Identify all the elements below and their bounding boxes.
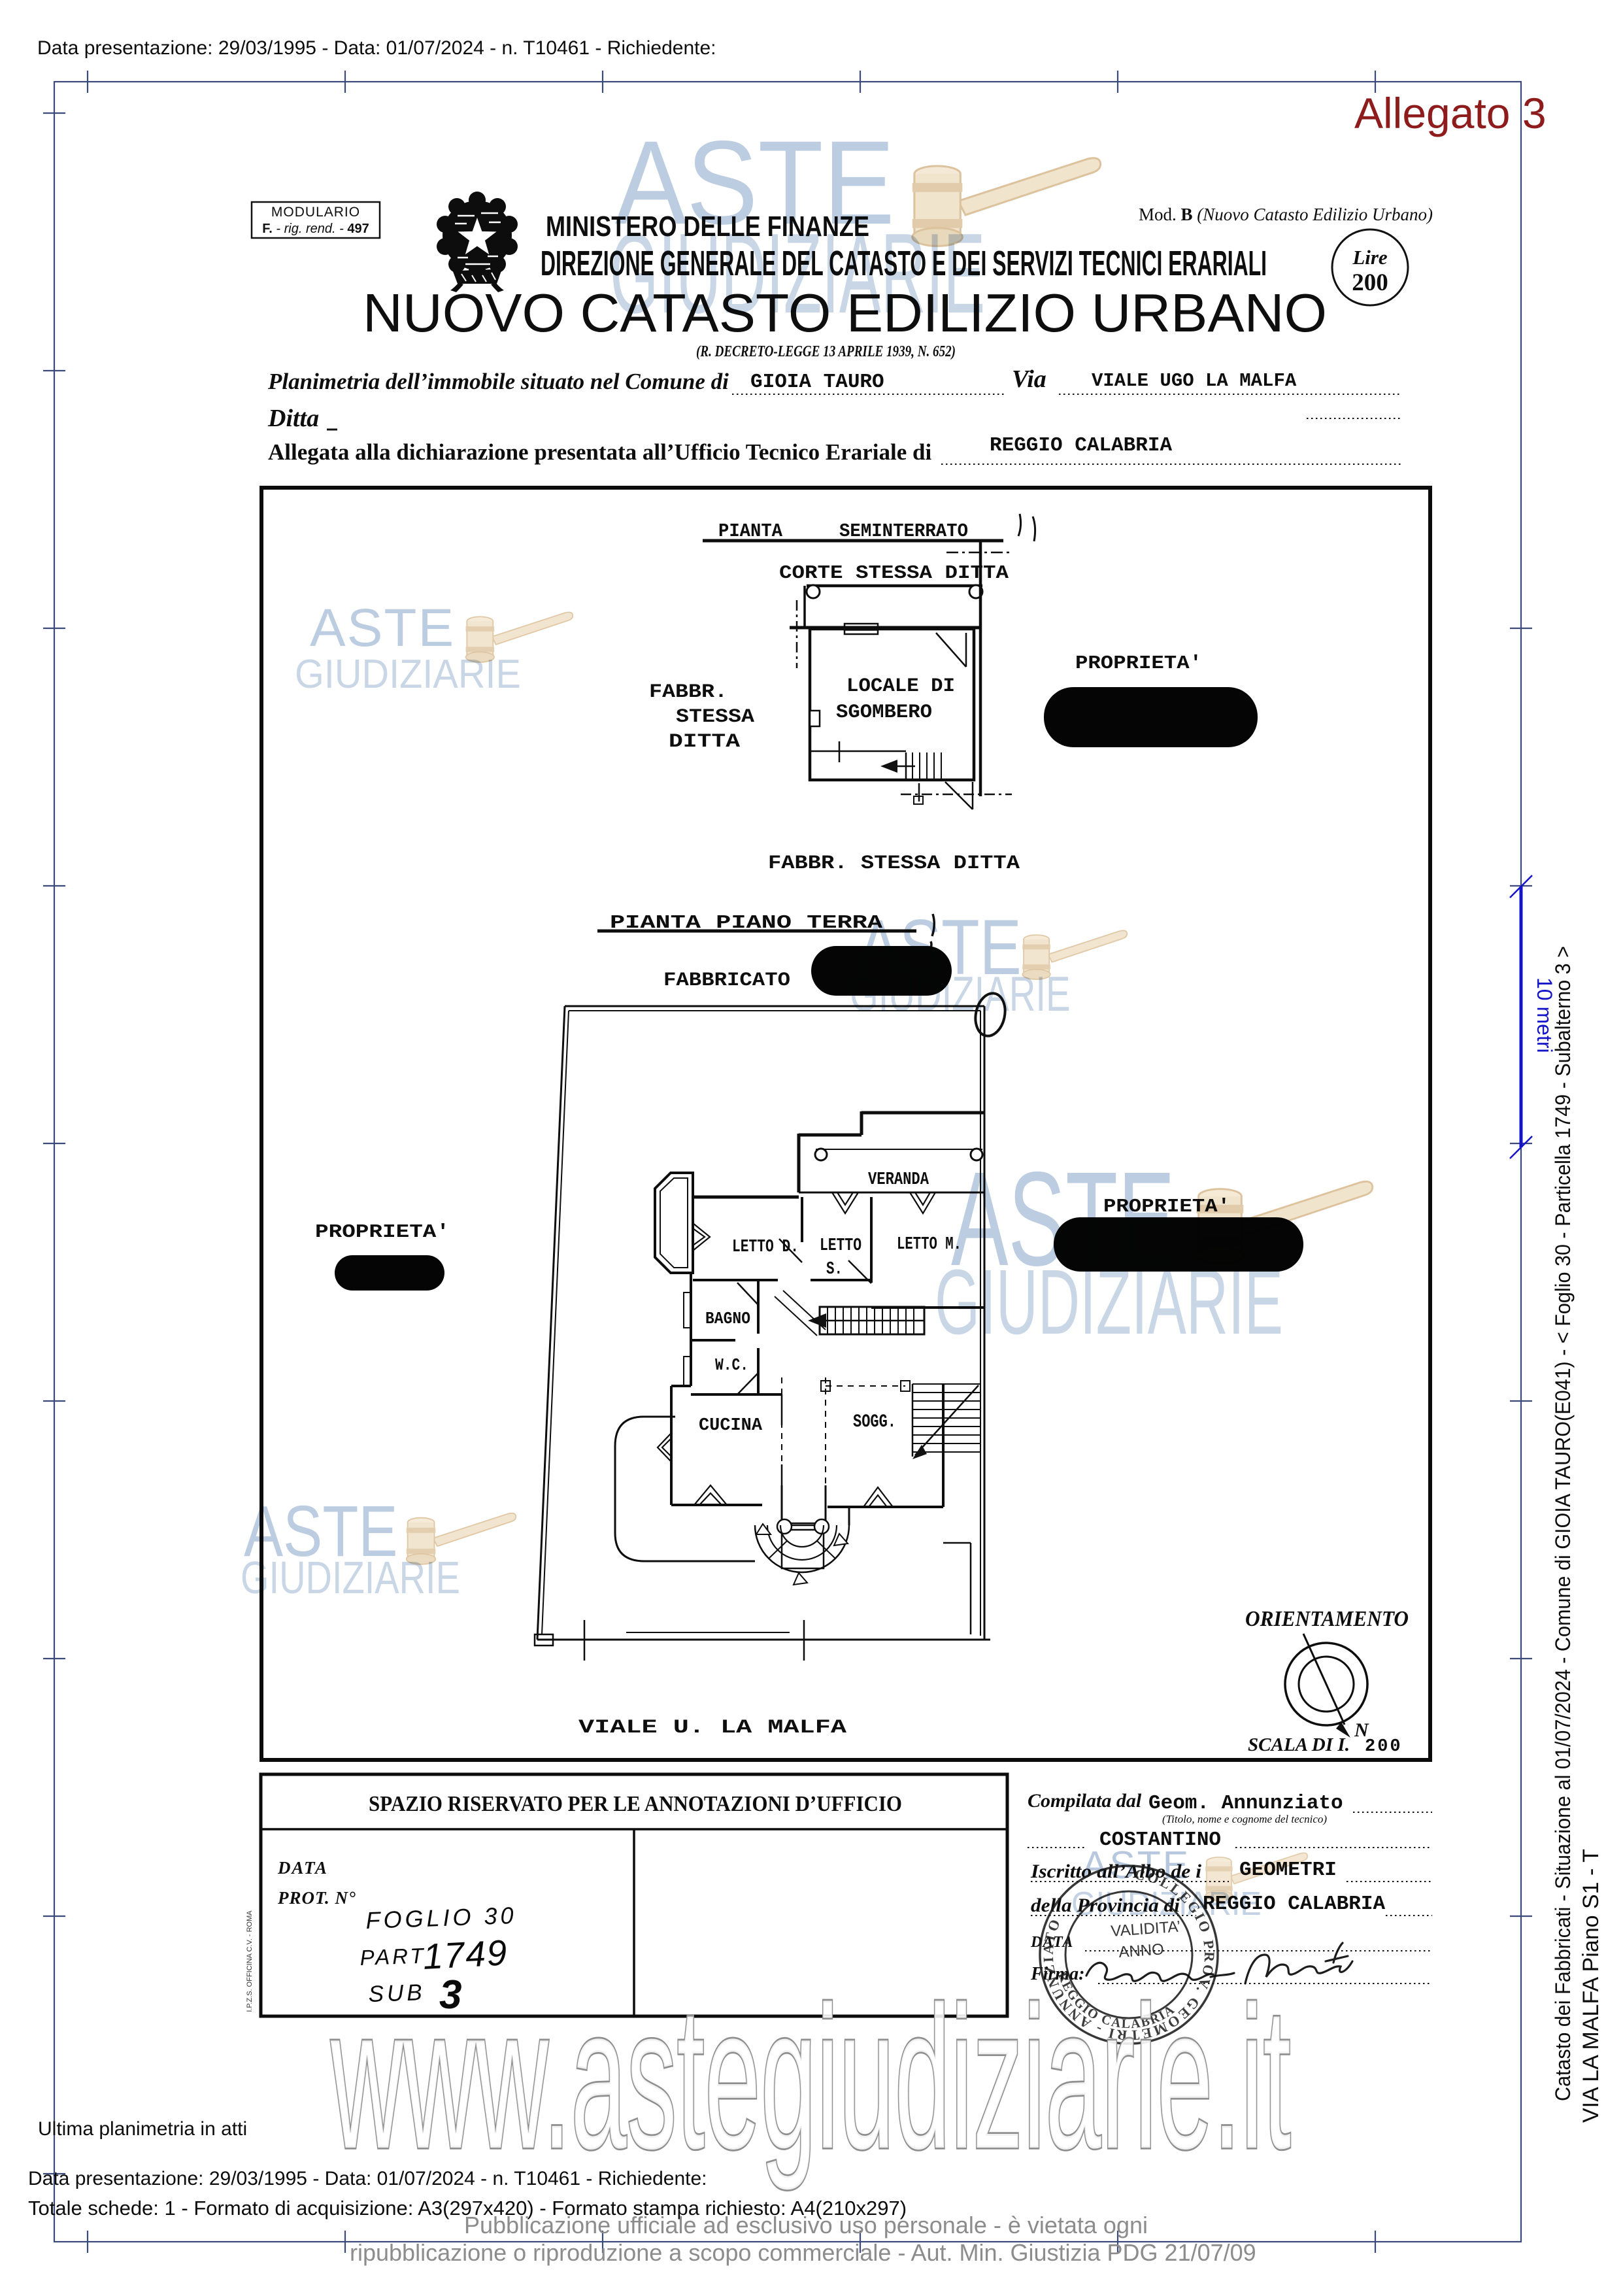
svg-text:COSTANTINO: COSTANTINO <box>1099 1829 1221 1851</box>
svg-text:SEMINTERRATO: SEMINTERRATO <box>839 520 968 542</box>
svg-text:1749: 1749 <box>422 1932 509 1977</box>
svg-text:ripubblicazione o riproduzione: ripubblicazione o riproduzione a scopo c… <box>350 2239 1256 2266</box>
svg-text:FABBR.: FABBR. <box>649 681 728 703</box>
svg-text:PIANTA: PIANTA <box>718 520 783 542</box>
svg-text:Data presentazione: 29/03/1995: Data presentazione: 29/03/1995 - Data: 0… <box>28 2168 707 2189</box>
svg-text:200: 200 <box>1365 1737 1403 1757</box>
svg-text:GIUDIZIARIE: GIUDIZIARIE <box>935 1250 1283 1353</box>
svg-text:ANNO: ANNO <box>1118 1940 1165 1961</box>
svg-text:3: 3 <box>439 1972 461 2017</box>
svg-text:REGGIO CALABRIA: REGGIO CALABRIA <box>1203 1893 1385 1916</box>
svg-text:Ultima planimetria in atti: Ultima planimetria in atti <box>38 2118 247 2140</box>
svg-text:N: N <box>1354 1719 1369 1741</box>
svg-text:VIALE UGO LA MALFA: VIALE UGO LA MALFA <box>1092 370 1297 392</box>
svg-text:S.: S. <box>826 1260 843 1279</box>
svg-text:ASTE: ASTE <box>615 116 895 249</box>
svg-text:SOGG.: SOGG. <box>853 1412 896 1432</box>
svg-text:BAGNO: BAGNO <box>705 1309 750 1328</box>
svg-text:Compilata dal: Compilata dal <box>1028 1790 1142 1812</box>
svg-text:PROT. N°: PROT. N° <box>277 1888 356 1908</box>
svg-text:SGOMBERO: SGOMBERO <box>836 701 932 724</box>
svg-text:VIA LA MALFA Piano S1 - T: VIA LA MALFA Piano S1 - T <box>1579 1849 1603 2123</box>
svg-text:LETTO: LETTO <box>820 1236 862 1256</box>
svg-text:DITTA: DITTA <box>669 731 740 753</box>
svg-text:(Titolo, nome e cognome del te: (Titolo, nome e cognome del tecnico) <box>1162 1813 1327 1825</box>
svg-text:PROPRIETA': PROPRIETA' <box>1075 652 1202 674</box>
svg-text:Mod. B (Nuovo Catasto Edilizio: Mod. B (Nuovo Catasto Edilizio Urbano) <box>1139 205 1433 224</box>
svg-text:Geom. Annunziato: Geom. Annunziato <box>1148 1792 1343 1815</box>
svg-text:FABBRICATO: FABBRICATO <box>663 970 790 992</box>
svg-text:10 metri: 10 metri <box>1533 977 1556 1053</box>
svg-text:GIUDIZIARIE: GIUDIZIARIE <box>1071 1885 1262 1922</box>
svg-text:Planimetria dell’immobile situ: Planimetria dell’immobile situato nel Co… <box>267 369 729 394</box>
svg-text:Catasto dei Fabbricati - Situa: Catasto dei Fabbricati - Situazione al 0… <box>1551 946 1575 2101</box>
svg-text:SPAZIO RISERVATO PER LE ANNOTA: SPAZIO RISERVATO PER LE ANNOTAZIONI D’UF… <box>369 1792 902 1816</box>
svg-text:200: 200 <box>1352 269 1388 296</box>
svg-text:ASTE: ASTE <box>858 904 1022 992</box>
svg-text:I.P.Z.S. OFFICINA C.V. - ROM: I.P.Z.S. OFFICINA C.V. - ROMA <box>246 1910 254 2012</box>
svg-text:VIALE U. LA MALFA: VIALE U. LA MALFA <box>578 1717 846 1739</box>
svg-text:Allegato 3: Allegato 3 <box>1354 89 1547 137</box>
svg-text:GIOIA TAURO: GIOIA TAURO <box>750 371 884 394</box>
svg-text:FOGLIO 30: FOGLIO 30 <box>365 1902 517 1934</box>
svg-text:Via: Via <box>1012 365 1046 393</box>
svg-text:Allegata alla dichiarazione pr: Allegata alla dichiarazione presentata a… <box>268 439 931 465</box>
svg-text:ASTE: ASTE <box>951 1144 1175 1294</box>
svg-text:ASTE: ASTE <box>310 598 455 658</box>
svg-text:Data presentazione: 29/03/1995: Data presentazione: 29/03/1995 - Data: 0… <box>37 37 716 59</box>
svg-text:SCALA DI I.: SCALA DI I. <box>1248 1735 1350 1755</box>
svg-text:Lire: Lire <box>1352 246 1388 269</box>
svg-text:F. - rig. rend. - 497: F. - rig. rend. - 497 <box>262 222 369 236</box>
svg-text:STESSA: STESSA <box>676 706 754 728</box>
svg-text:www.astegiudiziarie.it: www.astegiudiziarie.it <box>329 1964 1292 2192</box>
svg-text:REGGIO CALABRIA: REGGIO CALABRIA <box>990 434 1172 457</box>
svg-text:ORIENTAMENTO: ORIENTAMENTO <box>1245 1607 1409 1631</box>
svg-text:Totale schede: 1 - Formato di: Totale schede: 1 - Formato di acquisizio… <box>28 2197 907 2220</box>
svg-text:LETTO M.: LETTO M. <box>897 1235 962 1255</box>
svg-text:W.C.: W.C. <box>715 1355 748 1375</box>
svg-text:DATA: DATA <box>277 1858 328 1878</box>
svg-text:LETTO D.: LETTO D. <box>732 1238 799 1257</box>
svg-text:NUOVO CATASTO EDILIZIO URBANO: NUOVO CATASTO EDILIZIO URBANO <box>363 282 1327 343</box>
svg-text:VERANDA: VERANDA <box>868 1170 929 1190</box>
svg-text:CUCINA: CUCINA <box>699 1416 763 1436</box>
svg-text:PROPRIETA': PROPRIETA' <box>315 1221 450 1243</box>
svg-text:Ditta: Ditta <box>267 405 319 432</box>
svg-text:PART: PART <box>360 1943 426 1970</box>
svg-text:FABBR. STESSA DITTA: FABBR. STESSA DITTA <box>768 853 1020 875</box>
svg-text:ASTE: ASTE <box>1082 1844 1190 1887</box>
svg-text:DIREZIONE GENERALE DEL CATASTO: DIREZIONE GENERALE DEL CATASTO E DEI SER… <box>541 244 1267 283</box>
svg-text:MINISTERO DELLE FINANZE: MINISTERO DELLE FINANZE <box>546 211 869 243</box>
svg-text:ASTE: ASTE <box>244 1492 398 1572</box>
svg-text:LOCALE DI: LOCALE DI <box>846 675 955 698</box>
svg-text:MODULARIO: MODULARIO <box>271 205 360 220</box>
svg-text:Firma:: Firma: <box>1030 1964 1084 1984</box>
svg-text:Pubblicazione ufficiale ad esc: Pubblicazione ufficiale ad esclusivo uso… <box>464 2212 1148 2238</box>
svg-text:CORTE STESSA DITTA: CORTE STESSA DITTA <box>779 562 1009 584</box>
svg-text:(R. DECRETO-LEGGE 13 APRILE 19: (R. DECRETO-LEGGE 13 APRILE 1939, N. 652… <box>696 343 956 360</box>
svg-text:SUB: SUB <box>368 1980 426 2007</box>
